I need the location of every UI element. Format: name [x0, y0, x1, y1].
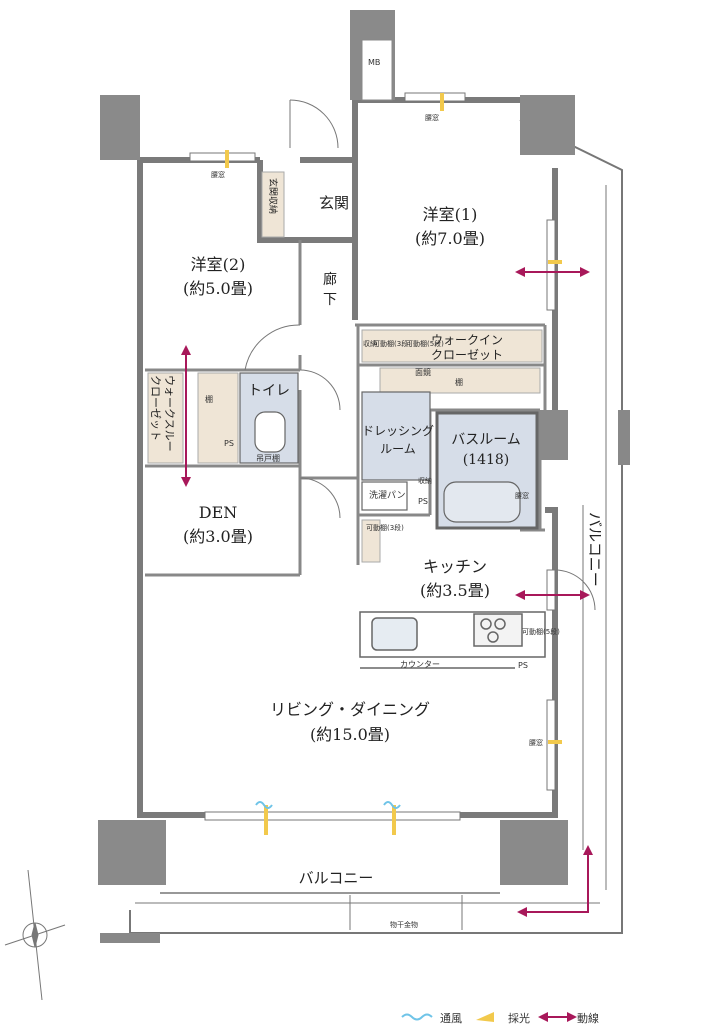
hanging-shelf-label: 吊戸棚 — [256, 453, 280, 463]
balcony-outline — [100, 119, 630, 943]
room-kitchen-name: キッチン — [423, 557, 487, 576]
flow-arrows — [181, 267, 593, 917]
laundry-pan-label: 洗濯パン — [369, 489, 405, 501]
kitchen-counter — [359, 611, 546, 669]
vent-window-label-2: 腰窓 — [211, 170, 225, 179]
room-corridor-2: 下 — [323, 292, 337, 308]
room-western2-size: (約5.0畳) — [183, 279, 253, 298]
mb-label: MB — [368, 58, 380, 67]
ps-label-dressing: PS — [418, 497, 428, 506]
shelf-label-walkin: 棚 — [455, 377, 463, 387]
legend-ventilation: 通風 — [440, 1012, 462, 1024]
compass-icon — [4, 869, 66, 1001]
vent-window-label-4: 腰窓 — [515, 491, 529, 500]
mirror-label: 面鏡 — [415, 367, 431, 377]
room-entrance: 玄関 — [319, 194, 349, 212]
walkin-label-2: クローゼット — [431, 348, 503, 362]
balcony-south-label: バルコニー — [299, 869, 374, 887]
walkin-label-1: ウォークイン — [431, 333, 503, 347]
adjustable-3-label: 可動棚(3段) — [373, 339, 411, 348]
room-western1-size: (約7.0畳) — [415, 229, 485, 248]
room-bath-name: バスルーム — [451, 432, 521, 448]
vent-light-icons — [225, 93, 562, 835]
genkan-storage-label: 玄関収納 — [267, 178, 279, 214]
room-kitchen-size: (約3.5畳) — [420, 581, 490, 600]
vent-window-label-3: 腰窓 — [529, 738, 543, 747]
walkthrough-label-1: ウォークスルー — [163, 375, 176, 452]
room-dressing-1: ドレッシング — [362, 424, 434, 438]
counter-label: カウンター — [400, 660, 440, 669]
vent-window-label-1: 腰窓 — [425, 113, 439, 122]
room-living-name: リビング・ダイニング — [270, 700, 430, 719]
dryer-label: 物干金物 — [390, 920, 418, 929]
room-den-size: (約3.0畳) — [183, 527, 253, 546]
walkthrough-label-2: クローゼット — [149, 375, 162, 441]
room-western1-name: 洋室(1) — [423, 205, 478, 224]
room-western2-name: 洋室(2) — [191, 255, 246, 274]
storage-fills — [147, 171, 543, 563]
ps-label-kitchen: PS — [518, 661, 528, 670]
storage-label-walkin: 収納 — [363, 339, 377, 348]
room-corridor-1: 廊 — [323, 271, 337, 288]
door-swings — [244, 99, 596, 611]
shelf-label-walkthrough: 棚 — [205, 394, 213, 404]
legend-flow: 動線 — [577, 1011, 599, 1024]
room-toilet: トイレ — [248, 383, 290, 399]
room-den-name: DEN — [199, 503, 238, 522]
partitions — [145, 240, 547, 577]
adjustable-5-label: 可動棚(5段) — [406, 339, 444, 348]
adjustable-3-den: 可動棚(3段) — [366, 523, 404, 532]
room-dressing-2: ルーム — [380, 442, 416, 456]
storage-label-dressing: 収納 — [418, 476, 432, 485]
ps-label-toilet: PS — [224, 439, 234, 448]
room-bath-size: (1418) — [463, 452, 510, 468]
balcony-east-label: バルコニー — [586, 512, 604, 587]
adjustable-5-kitchen: 可動棚(5段) — [522, 627, 560, 636]
legend: 通風 採光 動線 — [401, 1011, 599, 1024]
legend-daylight: 採光 — [508, 1011, 530, 1024]
wet-areas — [239, 372, 539, 530]
room-living-size: (約15.0畳) — [310, 725, 390, 744]
